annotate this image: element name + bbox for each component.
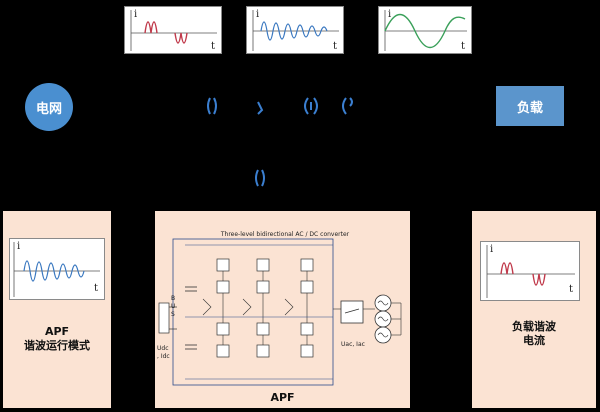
converter-title: Three-level bidirectional AC / DC conver… [220,231,350,238]
axis-t-label: t [569,284,573,295]
right-panel-line2: 电流 [523,334,545,347]
top-waveform-grid: i t [378,6,472,54]
axis-t-label: t [94,283,98,294]
top-waveform-apf: i t [246,6,344,54]
center-panel-apf: Three-level bidirectional AC / DC conver… [155,211,410,408]
uac-label: Uac, Iac [341,341,365,348]
axis-t-label: t [333,41,337,52]
green-wave [384,13,466,49]
blue-wave [260,21,328,41]
blue-wave [23,260,85,282]
axis-i-label: i [388,9,391,20]
grid-current-plot: i t [384,9,467,52]
load-node: 负载 [496,86,564,126]
left-panel-line1: APF [44,325,70,338]
red-wave [144,21,188,44]
bus-label: B U S [171,295,176,318]
axis-i-label: i [490,244,493,255]
udc-label: Udc , Idc [157,345,170,360]
right-panel-line1: 负载谐波 [512,320,556,333]
right-panel-caption: 负载谐波 电流 [472,320,596,348]
apf-caption: APF [270,391,295,404]
top-waveform-load: i t [124,6,222,54]
axis-t-label: t [461,41,465,52]
load-label: 负载 [516,100,543,116]
left-panel-line2: 谐波运行模式 [24,339,90,352]
red-wave [500,262,546,286]
connection-glyphs [207,97,353,187]
converter-circuit [158,238,402,386]
left-panel-caption: APF 谐波运行模式 [3,325,111,353]
grid-node: 电网 [25,83,73,131]
right-panel-waveform: i t [480,241,580,301]
axis-i-label: i [17,241,20,252]
right-panel-load-harmonic: i t 负载谐波 电流 [472,211,596,408]
axis-t-label: t [211,41,215,52]
left-panel-apf-mode: i t APF 谐波运行模式 [3,211,111,408]
apf-current-plot: i t [252,9,339,52]
axis-i-label: i [256,9,259,20]
axis-i-label: i [134,9,137,20]
load-current-plot: i t [130,9,217,52]
left-panel-waveform: i t [9,238,105,300]
grid-label: 电网 [35,101,62,117]
